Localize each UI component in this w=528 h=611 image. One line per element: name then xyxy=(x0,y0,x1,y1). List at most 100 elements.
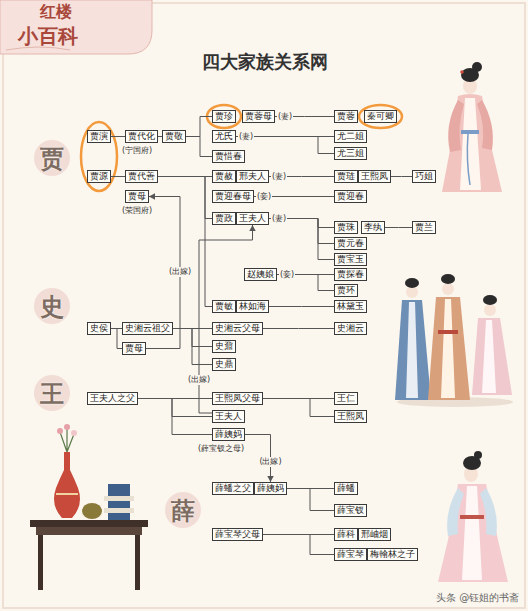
person-box: 贾蓉母 xyxy=(242,110,275,123)
family-name: 薛 xyxy=(171,496,195,525)
family-badges-part xyxy=(34,288,70,324)
family-connector xyxy=(111,176,125,177)
lady-group-figure-part xyxy=(428,297,470,400)
lady-group-figure-part xyxy=(482,320,496,393)
person-name: 林黛玉 xyxy=(337,301,364,312)
person-name: 薛姨妈 xyxy=(215,429,242,440)
connector-line xyxy=(385,227,412,228)
person-box: 薛宝琴 xyxy=(334,548,367,561)
person-box: 秦可卿 xyxy=(364,110,397,123)
person-box: 贾迎春母 xyxy=(212,190,254,203)
person-name: 史鼎 xyxy=(215,359,233,370)
lady-figure-bottom-part xyxy=(480,488,497,536)
family-connector xyxy=(263,328,334,329)
person-name: 薛蟠之父 xyxy=(215,483,251,494)
person-name: 薛宝钗 xyxy=(337,505,364,516)
person-name: 薛蟠 xyxy=(337,483,355,494)
person-name: 薛宝琴父母 xyxy=(215,529,260,540)
family-badges-part xyxy=(165,492,201,528)
person-name: 邢夫人 xyxy=(239,171,266,182)
person-name: 贾琏 xyxy=(337,171,355,182)
table-with-vase-part xyxy=(71,430,77,436)
person-box: 贾演 xyxy=(87,130,111,143)
connector-line xyxy=(391,176,412,177)
table-with-vase-part xyxy=(57,428,63,434)
lady-figure-top-part xyxy=(442,94,502,192)
lady-group-figure-part xyxy=(441,274,455,284)
relation-note: (薛宝钗之母) xyxy=(198,444,244,454)
edge-label: (妻) xyxy=(271,172,287,182)
lady-figure-top-part xyxy=(467,134,470,185)
person-name: 贾母 xyxy=(128,191,146,202)
highlight-ring xyxy=(359,105,402,128)
person-box: 史湘云祖父 xyxy=(122,322,173,335)
person-box: 贾珍 xyxy=(212,110,236,123)
person-box: 贾母 xyxy=(122,342,146,355)
person-name: 史湘云祖父 xyxy=(125,323,170,334)
person-name: 史湘云 xyxy=(337,323,364,334)
edge-label: (妾) xyxy=(279,270,295,280)
table-with-vase-part xyxy=(108,484,130,520)
person-box: 尤氏 xyxy=(212,130,236,143)
connector-line xyxy=(111,176,125,177)
page-border xyxy=(3,3,525,608)
person-name: 史湘云父母 xyxy=(215,323,260,334)
table-with-vase-part xyxy=(135,535,140,590)
table-with-vase-part xyxy=(54,452,80,518)
person-box: 薛姨妈 xyxy=(212,428,245,441)
lady-figure-bottom-part xyxy=(462,486,482,580)
person-name: 贾探春 xyxy=(337,269,364,280)
person-name: 王夫人 xyxy=(239,213,266,224)
table-with-vase-part xyxy=(64,424,70,430)
person-box: 尤三姐 xyxy=(334,147,367,160)
person-name: 贾蓉 xyxy=(337,111,355,122)
highlight-ring xyxy=(81,122,117,191)
logo-text: 红楼 xyxy=(40,2,72,21)
lady-figure-top-part xyxy=(448,100,464,152)
person-box: 贾政 xyxy=(212,212,236,225)
table-with-vase-part xyxy=(56,493,78,495)
lady-figure-bottom-part xyxy=(447,488,464,536)
watermark: 头条 @钰姐的书斋 xyxy=(436,592,519,604)
person-name: 尤二姐 xyxy=(337,131,364,142)
arrow-head xyxy=(249,225,255,231)
connector-line xyxy=(269,219,334,260)
family-connector xyxy=(138,399,212,435)
connector-line xyxy=(138,399,212,435)
person-name: 薛科 xyxy=(337,529,355,540)
person-name: 贾蓉母 xyxy=(245,111,272,122)
person-box: 贾宝玉 xyxy=(334,253,367,266)
person-name: 贾元春 xyxy=(337,238,364,249)
family-connector xyxy=(111,329,122,349)
person-name: 贾珍 xyxy=(215,111,233,122)
edge-label: (妻) xyxy=(238,132,254,142)
lady-figure-top-part xyxy=(477,100,493,150)
person-name: 贾环 xyxy=(337,285,355,296)
connector-line xyxy=(263,328,334,329)
connector-line xyxy=(263,535,334,555)
person-name: 贾母 xyxy=(125,343,143,354)
person-box: 贾兰 xyxy=(412,221,436,234)
person-box: 薛宝钗 xyxy=(334,504,367,517)
edge-label: (妻) xyxy=(277,112,293,122)
person-name: 王夫人之父 xyxy=(90,393,135,404)
lady-group-figure-part xyxy=(405,278,419,288)
family-connector xyxy=(138,399,212,417)
person-name: 尤三姐 xyxy=(337,148,364,159)
person-name: 赵姨娘 xyxy=(247,269,274,280)
highlight-rings xyxy=(81,105,402,191)
lady-group-figure-part xyxy=(395,300,431,400)
lady-figure-top xyxy=(442,62,502,192)
diagram-title: 四大家族关系网 xyxy=(202,50,328,74)
person-name: 邢岫烟 xyxy=(361,529,388,540)
logo-text: 小百科 xyxy=(18,24,78,48)
person-name: 巧姐 xyxy=(415,171,433,182)
person-name: 史鼐 xyxy=(215,341,233,352)
person-box: 贾源 xyxy=(87,170,111,183)
person-box: 贾迎春 xyxy=(334,190,367,203)
person-name: 贾兰 xyxy=(415,222,433,233)
person-box: 梅翰林之子 xyxy=(367,548,418,561)
person-box: 史湘云 xyxy=(334,322,367,335)
person-name: 梅翰林之子 xyxy=(370,549,415,560)
family-connector xyxy=(287,489,334,511)
